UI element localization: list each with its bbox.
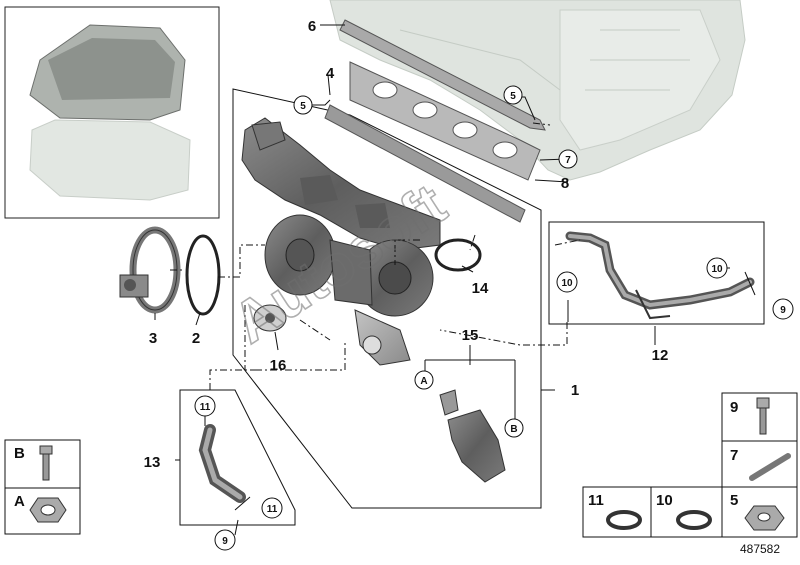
diagram-number: 487582 — [740, 542, 780, 556]
callout-10a: 10 — [561, 278, 573, 289]
callout-11b: 11 — [267, 504, 278, 515]
boost-sensor — [439, 389, 506, 483]
callout-11a: 11 — [200, 402, 211, 413]
bolt-9-icon — [756, 397, 770, 435]
engine-block-ghost — [329, 0, 746, 181]
legend-label-5: 5 — [730, 492, 738, 509]
callout-5a: 5 — [300, 101, 306, 112]
heat-shield-strip — [324, 104, 526, 223]
callout-b: B — [510, 424, 517, 435]
part-label-4: 4 — [326, 65, 335, 82]
exhaust-manifold — [241, 117, 441, 251]
turbocharger — [264, 214, 434, 366]
callout-10b: 10 — [711, 264, 723, 275]
part-labels: 6 4 8 1 3 2 14 15 16 12 13 — [144, 18, 669, 471]
exhaust-manifold-gasket — [349, 61, 541, 181]
leader-lines — [154, 24, 756, 536]
part-label-15: 15 — [462, 327, 479, 344]
part-label-3: 3 — [149, 330, 157, 347]
legend-label-a: A — [14, 493, 25, 510]
part-label-16: 16 — [270, 357, 287, 374]
part-label-14: 14 — [472, 280, 489, 297]
nut-a-icon — [29, 497, 67, 523]
part-label-2: 2 — [192, 330, 200, 347]
callout-9a: 9 — [780, 305, 786, 316]
callout-9b: 9 — [222, 536, 228, 547]
o-ring-11-icon — [606, 510, 642, 530]
callout-7: 7 — [565, 155, 571, 166]
legend-label-11: 11 — [588, 492, 604, 509]
o-ring-14 — [434, 238, 482, 272]
dash-lines — [170, 122, 581, 390]
callout-5b: 5 — [510, 91, 516, 102]
callout-a: A — [420, 376, 427, 387]
part-label-8: 8 — [561, 175, 569, 192]
part-label-6: 6 — [308, 18, 316, 35]
legend-right: 9 7 11 10 5 — [582, 392, 798, 538]
part-label-1: 1 — [571, 382, 579, 399]
bolt-b-icon — [39, 445, 53, 481]
legend-label-7: 7 — [730, 447, 738, 464]
o-ring-2 — [185, 234, 221, 316]
stud-7-icon — [749, 453, 791, 481]
legend-label-b: B — [14, 445, 25, 462]
part-label-12: 12 — [652, 347, 669, 364]
legend-label-10: 10 — [656, 492, 673, 509]
callout-circles: 5 5 7 10 10 9 11 11 9 A B — [194, 85, 794, 551]
flange-16 — [253, 304, 287, 332]
nut-5-icon — [744, 505, 785, 531]
v-band-clamp — [119, 226, 181, 314]
gasket-strip — [339, 19, 546, 131]
turbo-assembly-outline — [232, 88, 542, 509]
legend-left: B A — [4, 439, 81, 535]
legend-label-9: 9 — [730, 399, 738, 416]
oil-return-box — [179, 389, 296, 526]
engine-overview-inset — [4, 6, 220, 219]
o-ring-10-icon — [676, 510, 712, 530]
part-label-13: 13 — [144, 454, 161, 471]
